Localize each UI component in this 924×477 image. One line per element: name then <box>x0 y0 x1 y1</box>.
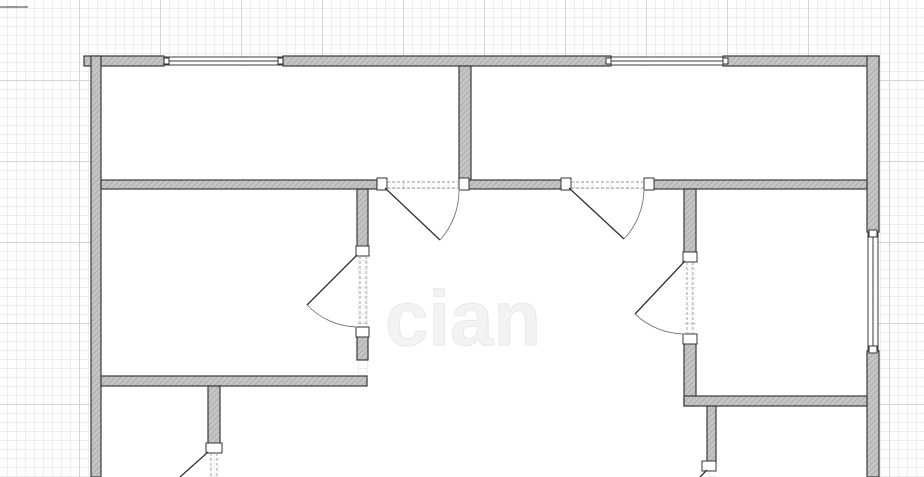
window-top-right <box>605 56 729 66</box>
windows <box>163 56 879 354</box>
door-top-left <box>376 177 470 241</box>
room-bottom-right <box>716 406 867 477</box>
rooms <box>101 66 867 477</box>
room-bottom-left <box>101 386 208 477</box>
room-top-right <box>471 66 867 180</box>
door-middle-left <box>306 245 370 338</box>
doors <box>179 177 717 477</box>
wall-right-room-left-a <box>683 188 697 259</box>
wall-left-room-right-a <box>356 188 369 253</box>
wall-bottom-right-room <box>706 405 717 465</box>
wall-lower-left <box>100 375 368 387</box>
wall-mid-center <box>461 179 571 190</box>
wall-mid-right <box>645 179 868 190</box>
room-top-left <box>101 66 459 180</box>
outer-wall-right-b <box>866 350 880 477</box>
room-right <box>696 189 867 396</box>
wall-bottom-left-room <box>207 385 221 447</box>
outer-wall-left <box>90 55 102 477</box>
wall-mid-left <box>100 179 378 190</box>
outer-wall-top-c <box>722 55 880 67</box>
door-right-room <box>634 251 698 345</box>
corridor-lower <box>220 386 707 477</box>
wall-top-divider <box>458 65 472 181</box>
door-bottom-left <box>179 442 223 477</box>
room-middle-left <box>101 189 357 376</box>
window-right <box>867 229 879 354</box>
door-top-right <box>560 177 655 240</box>
outer-wall-top-b <box>282 55 612 67</box>
wall-lower-right <box>683 395 868 407</box>
door-bottom-right <box>699 460 717 477</box>
walls <box>83 55 880 477</box>
outer-wall-right-a <box>866 55 880 233</box>
window-top-left <box>163 56 284 66</box>
watermark: cian <box>385 274 541 362</box>
